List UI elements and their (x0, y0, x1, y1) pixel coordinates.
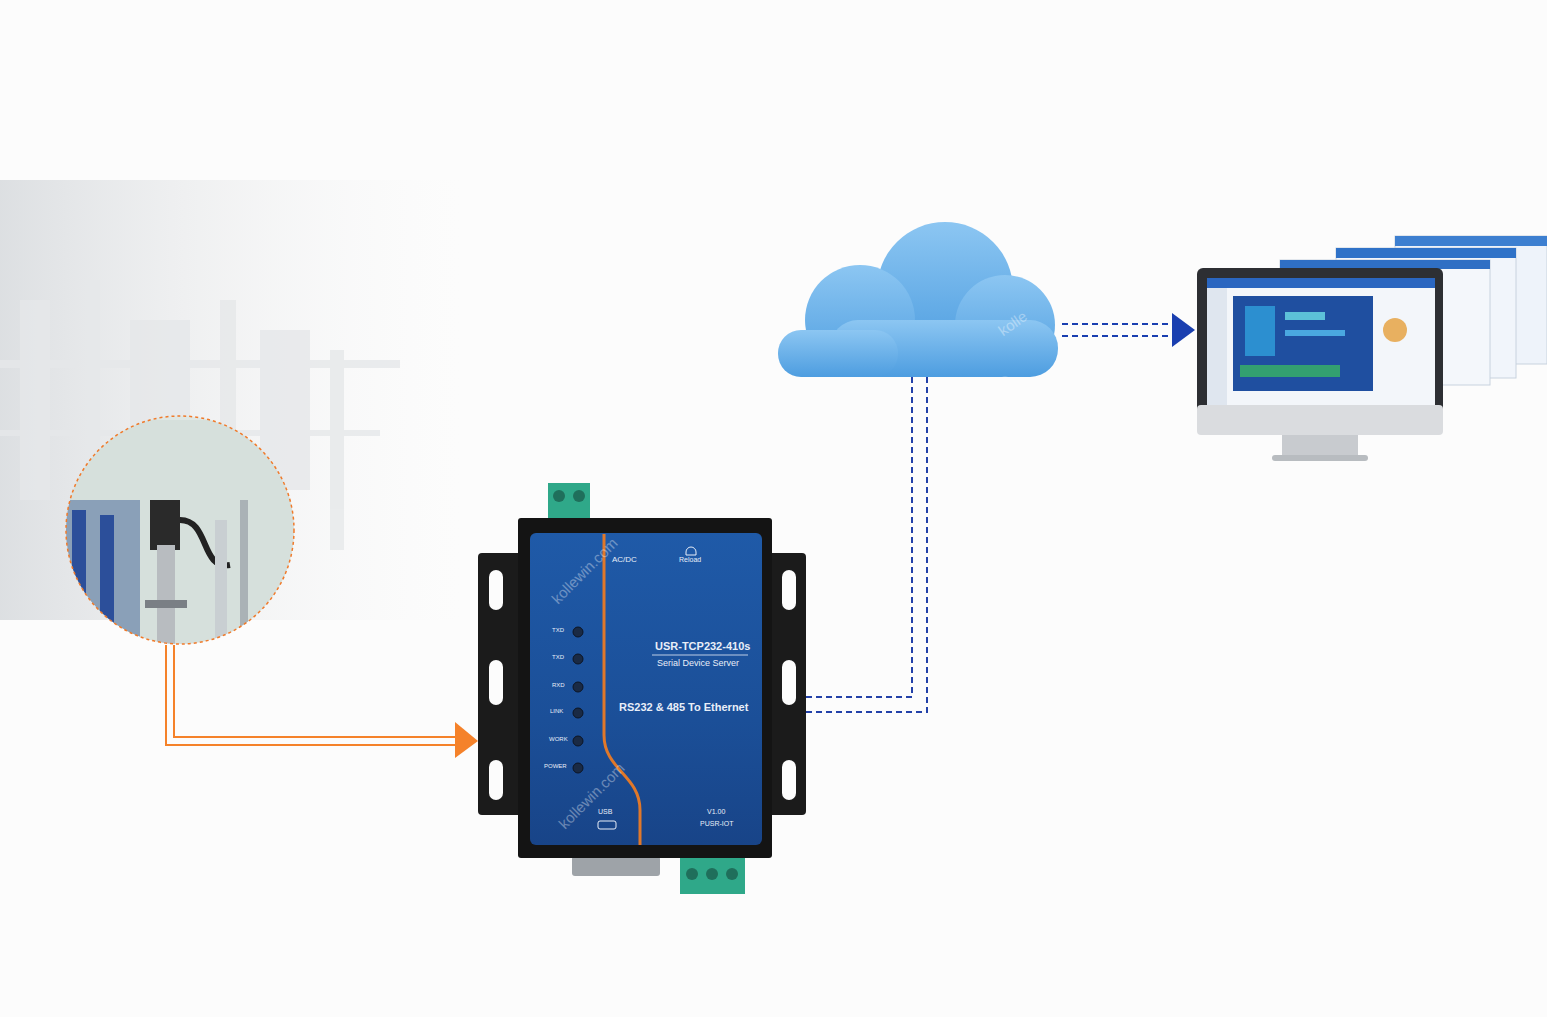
device-label: LINK (550, 708, 563, 714)
device-label: PUSR-IOT (700, 820, 733, 827)
watermark: kolle (995, 307, 1030, 339)
device-label: Reload (679, 556, 701, 563)
device-label: USR-TCP232-410s (655, 641, 750, 652)
network-link (806, 375, 927, 712)
device-label: RS232 & 485 To Ethernet (619, 702, 748, 713)
device-label: AC/DC (612, 556, 637, 564)
cloud-icon (778, 222, 1058, 377)
watermark: kollewin.com (555, 759, 628, 832)
device-label: WORK (549, 736, 568, 742)
pump-photo (60, 416, 300, 650)
serial-link-arrow (166, 645, 478, 758)
device-hardware (478, 483, 806, 894)
device-label: TXD (552, 654, 564, 660)
device-label: Serial Device Server (657, 659, 739, 668)
serial-device-server: AC/DC ReloadTXD TXD RXD LINK WORK POWER USR-TCP… (518, 518, 772, 858)
device-label: V1.00 (707, 808, 725, 815)
device-label: POWER (544, 763, 567, 769)
device-label: USB (598, 808, 612, 815)
cloud-to-monitor-arrow (1062, 313, 1195, 347)
watermark: kollewin.com (548, 534, 621, 607)
monitor-screen (1197, 236, 1547, 461)
device-label: RXD (552, 682, 565, 688)
device-label: TXD (552, 627, 564, 633)
